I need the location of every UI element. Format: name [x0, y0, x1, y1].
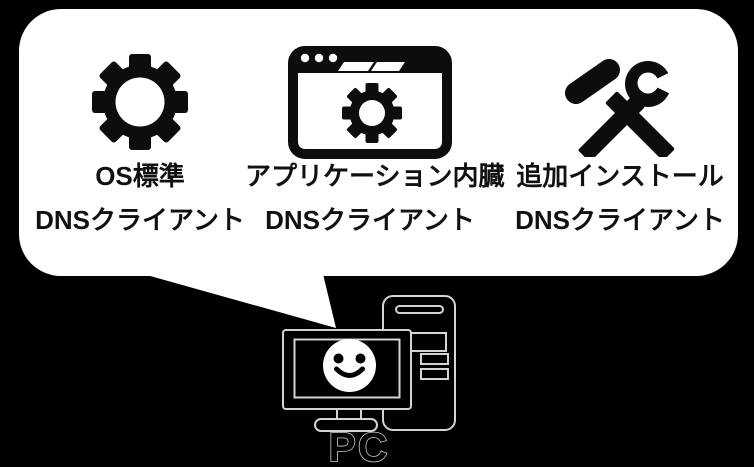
client-label-line2: DNSクライアント [515, 205, 725, 235]
client-item-os-standard: OS標準 DNSクライアント [30, 9, 250, 276]
browser-settings-icon [245, 37, 495, 167]
client-label-line1: 追加インストール [516, 161, 724, 191]
speech-bubble: OS標準 DNSクライアント [19, 9, 738, 276]
client-item-installed: 追加インストール DNSクライアント [500, 9, 740, 276]
client-label-line2: DNSクライアント [35, 205, 245, 235]
gear-icon [30, 37, 250, 167]
client-item-application: アプリケーション内臓 DNSクライアント [245, 9, 505, 276]
smiley-face-icon [323, 339, 376, 392]
client-label-line2: DNSクライアント [265, 205, 475, 235]
client-label-line1: アプリケーション内臓 [245, 161, 505, 191]
pc-label: PC [329, 424, 390, 467]
client-label-line1: OS標準 [95, 161, 185, 191]
pc-icon: PC [282, 295, 456, 467]
hammer-wrench-icon [500, 37, 740, 167]
